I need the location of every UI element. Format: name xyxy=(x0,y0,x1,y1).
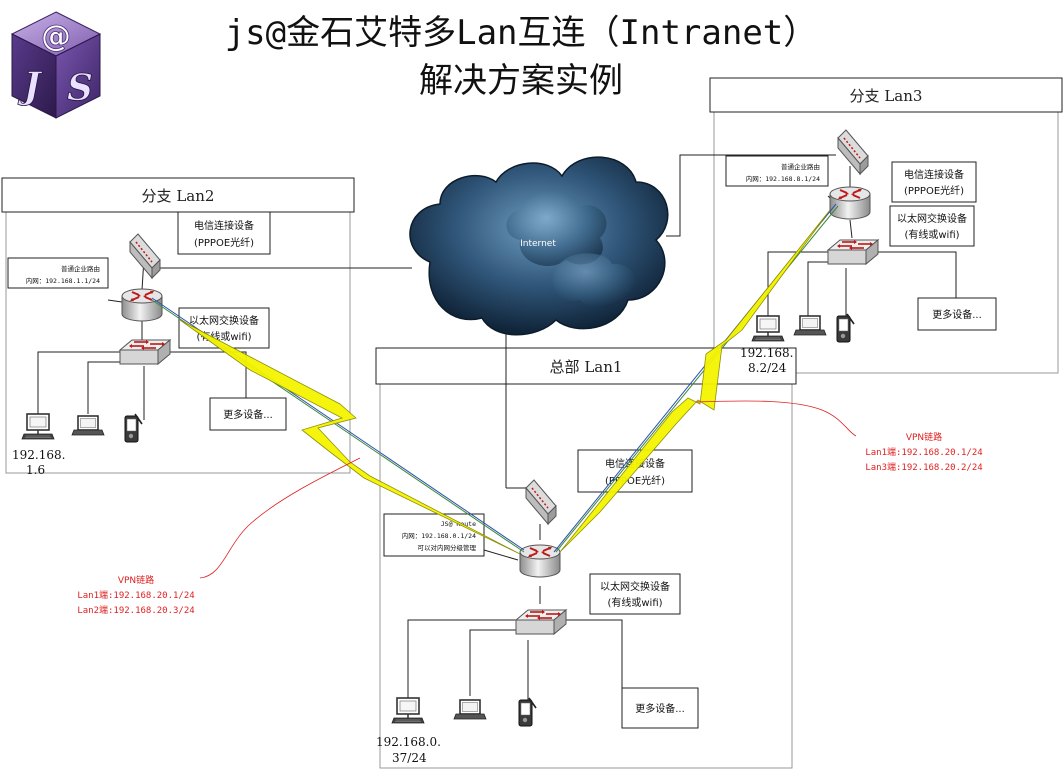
lan1-more-box: 更多设备... xyxy=(621,687,699,729)
lan3-switch-icon xyxy=(827,239,879,265)
lightning-icon xyxy=(179,319,521,555)
lan3-header: 分支 Lan3 xyxy=(850,87,923,105)
lan1-header: 总部 Lan1 xyxy=(550,358,623,376)
lan1-panel: 总部 Lan1 xyxy=(375,347,797,769)
lan2-ip-line1: 192.168. xyxy=(12,448,65,462)
lan1-router-label-connector xyxy=(483,549,519,561)
vpn-left-line1: Lan1端:192.168.20.1/24 xyxy=(77,589,194,601)
vpn-left-annotation: VPN链路 Lan1端:192.168.20.1/24 Lan2端:192.16… xyxy=(77,457,361,616)
lan1-router-label-box: JS@ Route 内网：192.168.0.1/24 可以对内网分级管理 xyxy=(383,513,485,557)
lan3-router-label-box: 普通企业路由 内网：192.168.8.1/24 xyxy=(725,155,829,187)
lan2-telecom-line2: (PPPOE光纤) xyxy=(194,236,254,249)
lan3-switch-label-box: 以太网交换设备 (有线或wifi) xyxy=(889,205,975,247)
lan2-wiring xyxy=(37,257,247,420)
lan2-panel: 分支 Lan2 xyxy=(1,177,355,474)
vpn-right-title: VPN链路 xyxy=(906,431,942,443)
vpn-right-annotation: VPN链路 Lan1端:192.168.20.1/24 Lan3端:192.16… xyxy=(695,400,983,473)
lan3-desktop-icon xyxy=(751,315,785,342)
lan3-ip-line1: 192.168. xyxy=(740,346,793,360)
lan3-wiring xyxy=(767,166,957,320)
cloud-icon: Internet xyxy=(409,156,669,336)
lan2-telecom-box: 电信连接设备 (PPPOE光纤) xyxy=(177,211,271,255)
vpn-right-line2: Lan3端:192.168.20.2/24 xyxy=(865,461,982,473)
lan2-switch-icon xyxy=(119,339,171,365)
lan2-router-label-line1: 普通企业路由 xyxy=(61,264,100,273)
lan3-router-label-line2: 内网：192.168.8.1/24 xyxy=(746,174,820,183)
lan2-desktop-icon xyxy=(21,413,55,440)
lan3-telecom-line1: 电信连接设备 xyxy=(904,168,964,181)
lan2-ip-line2: 1.6 xyxy=(26,463,45,477)
lan2-router-label-box: 普通企业路由 内网：192.168.1.1/24 xyxy=(7,257,109,289)
lan3-more-box: 更多设备... xyxy=(917,297,997,331)
lan2-router-label-connector xyxy=(107,299,123,303)
lan3-telecom-line2: (PPPOE光纤) xyxy=(904,184,964,197)
lan1-switch-label-box: 以太网交换设备 (有线或wifi) xyxy=(589,573,681,615)
lan1-switch-label-line1: 以太网交换设备 xyxy=(600,580,670,593)
lan1-router-icon xyxy=(519,544,561,578)
lan3-telecom-box: 电信连接设备 (PPPOE光纤) xyxy=(891,161,977,203)
lan1-ip-line2: 37/24 xyxy=(392,751,427,765)
lan3-router-icon xyxy=(829,186,871,220)
lan2-switch-label-line1: 以太网交换设备 xyxy=(189,314,259,327)
vpn-left-title: VPN链路 xyxy=(118,574,154,586)
page-title-line2: 解决方案实例 xyxy=(419,61,623,101)
lan3-switch-label-line2: (有线或wifi) xyxy=(904,228,959,241)
lan2-telecom-line1: 电信连接设备 xyxy=(194,219,254,232)
lan1-router-label-line2: 内网：192.168.0.1/24 xyxy=(402,531,476,540)
lan1-router-label-line3: 可以对内网分级管理 xyxy=(418,543,477,552)
lan3-more: 更多设备... xyxy=(932,308,982,321)
lan2-more: 更多设备... xyxy=(223,408,273,421)
vpn-right-line1: Lan1端:192.168.20.1/24 xyxy=(865,446,982,458)
lan2-router-label-line2: 内网：192.168.1.1/24 xyxy=(26,276,100,285)
vpn-left-line2: Lan2端:192.168.20.3/24 xyxy=(77,604,194,616)
logo-s: S xyxy=(67,67,93,109)
lan2-router-icon xyxy=(121,288,163,322)
page-title-line1: js@金石艾特多Lan互连（Intranet） xyxy=(225,13,818,53)
lan1-desktop-icon xyxy=(391,697,425,724)
lan1-switch-label-line2: (有线或wifi) xyxy=(607,596,662,609)
lan1-wiring xyxy=(407,524,623,700)
lan3-ip-line2: 8.2/24 xyxy=(748,361,787,375)
lan1-switch-icon xyxy=(515,609,567,635)
lan1-more: 更多设备... xyxy=(635,702,685,715)
lan2-more-box: 更多设备... xyxy=(209,397,287,431)
lan2-header: 分支 Lan2 xyxy=(142,187,215,205)
lan3-switch-label-line1: 以太网交换设备 xyxy=(897,212,967,225)
lan3-router-label-line1: 普通企业路由 xyxy=(781,162,820,171)
logo: @ J S xyxy=(10,11,102,119)
lightning-icon xyxy=(559,209,831,553)
lan1-ip-line1: 192.168.0. xyxy=(376,735,441,749)
logo-at: @ xyxy=(41,19,71,54)
cloud-label: Internet xyxy=(520,239,556,249)
